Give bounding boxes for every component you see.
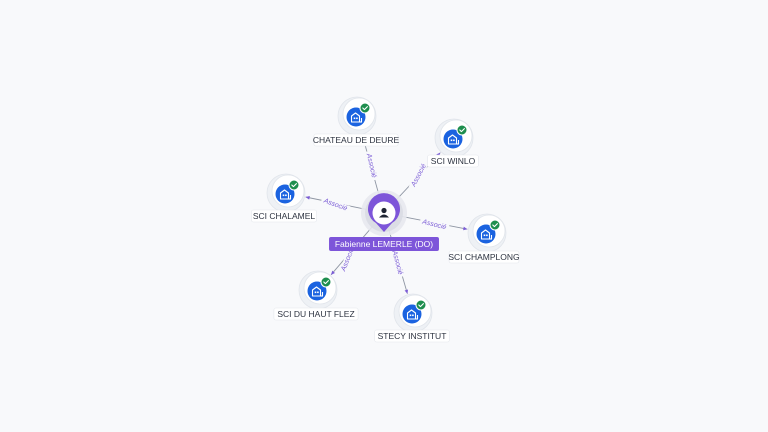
company-label-text: SCI WINLO (431, 156, 476, 166)
edge-arrow-icon (331, 270, 335, 275)
person-pin-icon (368, 193, 400, 232)
edge-label-text: Associé (410, 163, 428, 189)
edge-label-text: Associé (421, 218, 448, 231)
person-icon (379, 207, 389, 218)
company-building-icon (307, 281, 327, 301)
edge-label-text: Associé (390, 249, 403, 276)
company-node-sci-champlong[interactable]: SCI CHAMPLONG (448, 213, 520, 264)
company-label-text: STECY INSTITUT (378, 331, 447, 341)
company-building-icon (346, 107, 366, 127)
company-node-sci-chalamel[interactable]: SCI CHALAMEL (251, 173, 317, 223)
company-label-text: SCI CHAMPLONG (448, 252, 519, 262)
edge-sci-champlong: Associé (399, 215, 468, 232)
company-building-icon (402, 304, 422, 324)
edge-arrow-icon (305, 196, 310, 200)
verified-check-icon (415, 299, 427, 311)
company-label: CHATEAU DE DEURE (313, 133, 400, 147)
edge-label: Associé (419, 217, 450, 232)
verified-check-icon (320, 276, 332, 288)
verified-check-icon (359, 102, 371, 114)
verified-check-icon (288, 179, 300, 191)
company-label-text: CHATEAU DE DEURE (313, 135, 400, 145)
edge-label: Associé (320, 196, 351, 213)
company-node-stecy-institut[interactable]: STECY INSTITUT (374, 293, 450, 343)
company-label: SCI CHALAMEL (251, 209, 317, 223)
company-node-sci-winlo[interactable]: SCI WINLO (427, 118, 479, 168)
edge-label-text: Associé (322, 197, 348, 212)
edge-arrow-icon (436, 152, 441, 157)
verified-check-icon (489, 219, 501, 231)
edge-label: Associé (365, 150, 379, 181)
company-node-chateau-de-deure[interactable]: CHATEAU DE DEURE (313, 96, 400, 147)
edge-label: Associé (390, 247, 405, 278)
company-label: SCI WINLO (427, 154, 479, 168)
company-node-sci-du-haut-flez[interactable]: SCI DU HAUT FLEZ (273, 270, 359, 321)
company-label: STECY INSTITUT (374, 329, 450, 343)
company-building-icon (476, 224, 496, 244)
company-label: SCI CHAMPLONG (448, 250, 520, 264)
company-label-text: SCI CHALAMEL (253, 211, 316, 221)
nodes-layer: CHATEAU DE DEURE SCI WINLO SCI CHALAMEL SCI… (251, 96, 520, 343)
person-label: Fabienne LEMERLE (DO) (329, 237, 439, 251)
edge-arrow-icon (404, 289, 409, 294)
person-label-text: Fabienne LEMERLE (DO) (335, 239, 433, 249)
edge-label-text: Associé (365, 152, 378, 179)
company-label-text: SCI DU HAUT FLEZ (277, 309, 354, 319)
company-building-icon (275, 184, 295, 204)
verified-check-icon (456, 124, 468, 136)
company-label: SCI DU HAUT FLEZ (273, 307, 359, 321)
edge-arrow-icon (463, 226, 468, 231)
center-node[interactable]: Fabienne LEMERLE (DO) (329, 190, 439, 251)
company-building-icon (443, 129, 463, 149)
edge-label: Associé (408, 160, 429, 190)
